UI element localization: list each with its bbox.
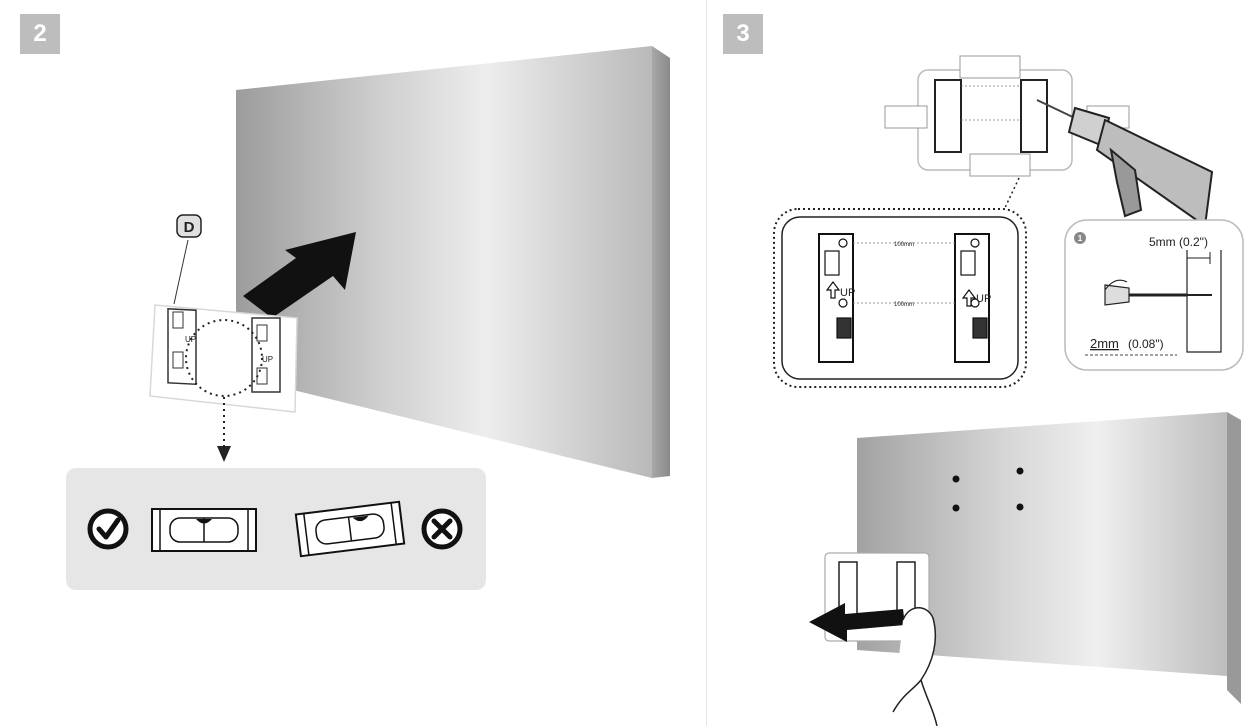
tv-back-panel xyxy=(857,412,1241,704)
template-zoom-view: 100mm 100mm UP UP xyxy=(773,208,1027,388)
step-3-illustration: 100mm 100mm UP UP 1 5mm (0.2") 2mm (0.08… xyxy=(773,55,1244,726)
template-d: UP UP xyxy=(149,304,298,413)
drill-icon xyxy=(1036,99,1214,228)
arrow-left-icon xyxy=(809,603,905,642)
up-arrow-icon xyxy=(825,281,841,299)
tv-back-panel xyxy=(236,46,670,478)
hole xyxy=(952,504,960,512)
drill-depth-detail: 1 5mm (0.2") 2mm (0.08") xyxy=(1064,219,1244,371)
hole xyxy=(1016,503,1024,511)
hand-icon xyxy=(892,607,938,726)
cross-circle-icon xyxy=(421,508,463,550)
distance-label: 100mm xyxy=(894,242,914,248)
diameter-sub-label: (0.08") xyxy=(1128,337,1164,351)
step-2-illustration: UP UP D xyxy=(66,46,670,590)
part-d-leader xyxy=(173,239,189,305)
step-2-panel: 2 xyxy=(20,14,670,590)
template-up-label: UP xyxy=(840,287,855,299)
part-d-label: D xyxy=(184,219,195,236)
level-check-box xyxy=(66,468,486,590)
depth-label: 5mm (0.2") xyxy=(1149,235,1208,249)
template-top-view xyxy=(884,55,1130,177)
hole xyxy=(1016,467,1024,475)
step-number-badge: 3 xyxy=(723,14,763,54)
check-circle-icon xyxy=(87,508,129,550)
part-d-tag xyxy=(176,214,202,238)
template-up-label: UP xyxy=(976,293,991,305)
up-arrow-icon xyxy=(961,289,977,307)
hole xyxy=(952,475,960,483)
arrow-right-icon xyxy=(243,232,356,318)
step-number-badge: 2 xyxy=(20,14,60,54)
template-up-label: UP xyxy=(262,355,273,364)
step-3-panel: 3 xyxy=(706,0,1251,726)
callout-number: 1 xyxy=(1078,234,1083,243)
spirit-level-tilted xyxy=(294,500,406,558)
diameter-label: 2mm xyxy=(1090,336,1119,351)
template-up-label: UP xyxy=(185,335,196,344)
spirit-level-straight xyxy=(151,508,257,552)
distance-label: 100mm xyxy=(894,302,914,308)
